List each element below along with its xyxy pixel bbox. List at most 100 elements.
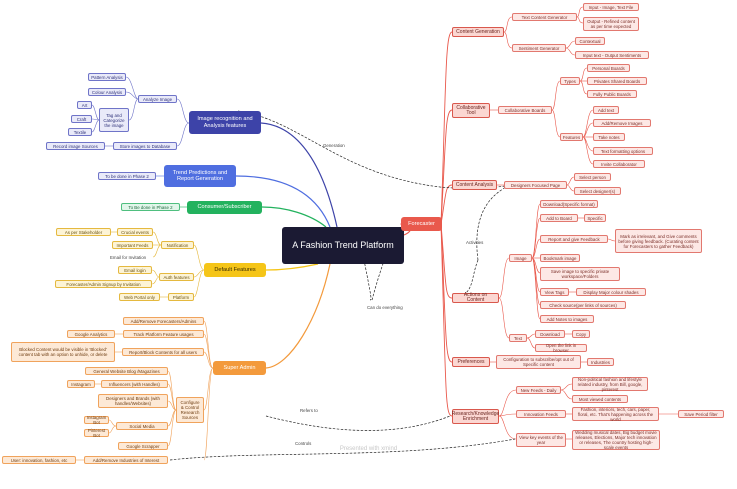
key-events-node[interactable]: View key events of the year [516,433,566,447]
instagram-bot-node[interactable]: Instagram Bot [84,415,109,425]
display-colour-shades-node[interactable]: Display Major colour shades [576,288,646,296]
image-node[interactable]: Image [509,254,532,262]
open-link-node[interactable]: Open the link in browser [535,343,587,353]
non-political-fashion-node[interactable]: Non-political fashion and lifestyle rela… [572,377,648,392]
art-node[interactable]: Art [77,101,92,109]
textile-node[interactable]: Textile [68,128,92,136]
copy-node[interactable]: Copy [572,330,590,338]
content-generation-node[interactable]: Content Generation [452,27,504,37]
mark-irrelevant-node[interactable]: Mark as irrelevant, and Give comments be… [615,229,702,253]
text-formatting-node[interactable]: Text formatting options [593,147,653,155]
forecaster-admin-signup-node[interactable]: Forecaster/Admin Signup by Invitation [55,280,152,288]
consumer-subscriber-hub[interactable]: Consumer/Subscriber [187,201,262,214]
specific-node[interactable]: Specific [584,214,606,222]
download-specific-node[interactable]: Download(Specific format) [540,200,598,208]
refers-to-label: Refers to [300,408,318,413]
input-image-text-node[interactable]: Input - Image, Text File [583,3,639,11]
personal-boards-node[interactable]: Personal Boards [587,64,630,72]
important-feeds-node[interactable]: Important Feeds [112,241,153,249]
user-innovation-node[interactable]: User: innovation, fashion, etc [2,456,76,464]
track-platform-usages-node[interactable]: Track Platform Feature usages [123,330,204,338]
trend-predictions-hub[interactable]: Trend Predictions and Report Generation [164,165,236,187]
super-admin-hub[interactable]: Super Admin [213,361,266,375]
google-analytics-node[interactable]: Google Analytics [67,330,115,338]
save-image-node[interactable]: Save image to specific private workspace… [540,267,620,281]
add-to-board-node[interactable]: Add to Board [540,214,578,222]
analyze-image-node[interactable]: Analyze Image [138,95,177,103]
blocked-content-node[interactable]: Blocked Content would be visible in 'Blo… [11,342,115,362]
report-block-contents-node[interactable]: Report/Block Contents for all users [122,348,204,356]
input-text-sentiments-node[interactable]: Input text - Output Sentiments [575,51,649,59]
output-refined-node[interactable]: Output - Refined content as per time exp… [583,17,639,31]
auth-features-node[interactable]: Auth features [159,273,194,281]
add-remove-industries-node[interactable]: Add/Remove Industries of Interest [84,456,168,464]
influencers-node[interactable]: Influencers (with Handles) [101,380,168,388]
text-content-generator-node[interactable]: Text Content Generator [512,13,577,21]
pattern-analysis-node[interactable]: Pattern Analysis [88,73,126,81]
select-person-node[interactable]: Select person [574,173,611,181]
research-knowledge-node[interactable]: Research/Knowledge Enrichment [452,409,499,424]
designers-focused-page-node[interactable]: Designers Focused Page [504,181,567,189]
notification-node[interactable]: Notification [161,241,194,249]
activities-label: Activities [466,240,484,245]
pinterest-bot-node[interactable]: Pinterest Bot [84,428,109,438]
crucial-events-node[interactable]: Crucial events [117,228,153,236]
general-website-blog-node[interactable]: General Website Blog /Magazines [85,367,168,375]
content-analysis-node[interactable]: Content Analysis [452,180,497,190]
features-node[interactable]: Features [560,133,583,141]
default-features-hub[interactable]: Default Features [204,263,266,277]
wedding-musical-node[interactable]: Wedding musical dates, Big budget movie … [572,430,660,450]
configuration-node[interactable]: Configuration to subscribe/opt out of Sp… [496,355,581,369]
privates-shared-boards-node[interactable]: Privates Shared Boards [587,77,647,85]
xmind-footer: Presented with xmind [339,446,398,452]
image-recognition-hub[interactable]: Image recognition and Analysis features [189,111,261,134]
craft-node[interactable]: Craft [71,115,92,123]
download-node[interactable]: Download [535,330,565,338]
bookmark-image-node[interactable]: Bookmark image [540,254,580,262]
fully-public-boards-node[interactable]: Fully Public Boards [587,90,637,98]
actions-on-content-node[interactable]: Actions on Content [452,293,499,303]
add-remove-forecasters-node[interactable]: Add/Remove Forecasters/Admins [123,317,204,325]
view-tags-node[interactable]: View Tags [540,288,569,296]
types-node[interactable]: Types [560,77,580,85]
select-designers-node[interactable]: Select designer(s) [574,187,621,195]
save-period-filter-node[interactable]: Save Period filter [678,410,724,418]
central-topic[interactable]: A Fashion Trend Platform [282,227,404,264]
take-notes-node[interactable]: Take notes [593,133,625,141]
add-text-node[interactable]: Add text [593,106,619,114]
innovation-feeds-node[interactable]: Innovation Feeds [516,410,566,418]
add-notes-images-node[interactable]: Add Notes to images [540,315,594,323]
designers-brands-node[interactable]: Designers and Brands (with handles/Websi… [98,394,168,408]
google-scrapper-node[interactable]: Google Scrapper [118,442,168,450]
check-source-node[interactable]: Check source(per links of sources) [540,301,626,309]
add-remove-images-node[interactable]: Add/Remove Images [593,119,651,127]
store-images-node[interactable]: Store images to Database [113,142,177,150]
email-login-node[interactable]: Email login [118,266,152,274]
new-feeds-daily-node[interactable]: New Feeds - Daily [516,386,561,394]
as-per-stakeholder-node[interactable]: As per Stakeholder [56,228,111,236]
text-node[interactable]: Text [509,334,527,342]
preferences-node[interactable]: Preferences [452,357,490,367]
collaborative-tool-node[interactable]: Collaborative Tool [452,103,490,118]
can-do-everything-label: Can do everything [367,305,403,310]
configure-control-node[interactable]: Configure & Control Research Sources [176,397,204,423]
fashion-interiors-node[interactable]: Fashion, interiors, tech, cars, paper, f… [572,407,659,422]
collaborative-boards-node[interactable]: Collaborative Boards [498,106,552,114]
social-media-node[interactable]: Social Media [116,422,168,430]
report-feedback-node[interactable]: Report and give Feedback [540,235,608,243]
industries-node[interactable]: Industries [587,358,614,366]
sentiment-generator-node[interactable]: Sentiment Generator [512,44,566,52]
invite-collaborator-node[interactable]: Invite Collaborator [593,160,645,168]
colour-analysis-node[interactable]: Colour Analysis [88,88,126,96]
instagram-node[interactable]: Instagram [67,380,95,388]
tag-categorize-node[interactable]: Tag and Categorize the image [99,108,129,132]
most-viewed-node[interactable]: Most viewed contents [572,395,628,403]
record-image-sources-node[interactable]: Record image Sources [46,142,105,150]
email-for-invitation-text: Email for Invitation [110,255,147,260]
consumer-phase2-node[interactable]: To Be done in Phase 2 [121,203,180,211]
forecaster-hub[interactable]: Forecaster [401,217,442,231]
contextual-node[interactable]: Contextual [575,37,605,45]
web-portal-only-node[interactable]: Web Portal only [119,293,160,301]
platform-node[interactable]: Platform [168,293,194,301]
trend-phase2-node[interactable]: To be done in Phase 2 [98,172,156,180]
